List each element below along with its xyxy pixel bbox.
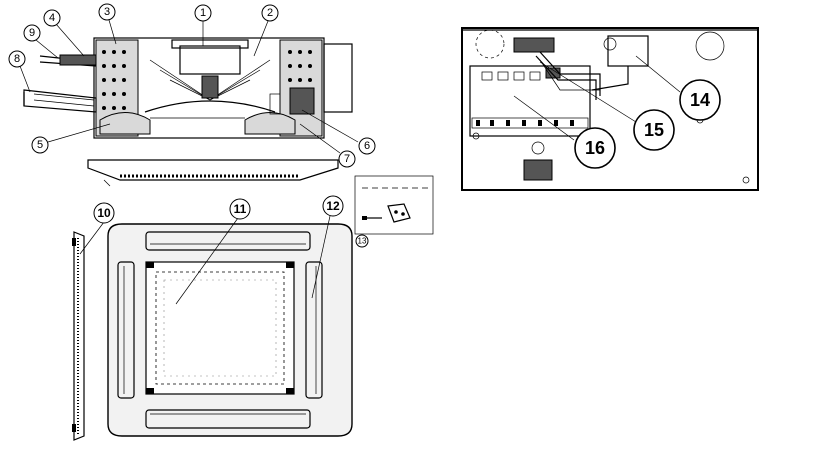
fastener-kit: [354, 175, 434, 235]
callout-6: 6: [358, 137, 376, 155]
pipe-fitting: [59, 54, 97, 66]
louver-bottom: [145, 409, 311, 429]
louver-left: [117, 261, 135, 399]
svg-text:12: 12: [326, 199, 340, 213]
callout-7: 7: [338, 150, 356, 168]
svg-text:11: 11: [234, 202, 247, 216]
unit-cross-section: [23, 37, 353, 139]
callout-12: 12: [322, 195, 344, 217]
callout-15: 15: [633, 109, 675, 151]
svg-text:3: 3: [104, 6, 110, 18]
callout-2: 2: [261, 4, 279, 22]
float-switch: [289, 87, 315, 115]
svg-text:15: 15: [644, 120, 664, 140]
svg-text:4: 4: [49, 12, 55, 24]
panel-profile: [87, 159, 339, 187]
leader-lines: [19, 19, 681, 305]
callout-13: 13: [355, 234, 369, 248]
callout-3: 3: [98, 3, 116, 21]
callout-5: 5: [31, 136, 49, 154]
intake-grille: [145, 261, 295, 395]
svg-text:14: 14: [690, 90, 710, 110]
relay-module: [513, 37, 555, 53]
svg-text:5: 5: [37, 139, 43, 151]
svg-text:2: 2: [267, 7, 273, 19]
fan-motor: [179, 45, 241, 75]
grille-side-profile: [72, 231, 85, 441]
callout-14: 14: [679, 79, 721, 121]
callout-11: 11: [229, 198, 251, 220]
svg-text:8: 8: [14, 53, 20, 65]
pcb: [469, 65, 591, 137]
callout-9: 9: [23, 24, 41, 42]
svg-text:6: 6: [364, 140, 370, 152]
front-grille-panel: [107, 223, 353, 437]
fan-hub: [201, 75, 219, 99]
svg-text:9: 9: [29, 27, 35, 39]
louver-right: [305, 261, 323, 399]
svg-text:16: 16: [585, 138, 605, 158]
callout-10: 10: [93, 202, 115, 224]
svg-text:7: 7: [344, 153, 350, 165]
callout-1: 1: [194, 4, 212, 22]
callout-8: 8: [8, 50, 26, 68]
svg-text:10: 10: [97, 206, 111, 220]
svg-text:13: 13: [358, 237, 367, 246]
svg-text:1: 1: [200, 7, 206, 19]
terminal-block: [523, 159, 553, 181]
callout-4: 4: [43, 9, 61, 27]
callout-16: 16: [574, 127, 616, 169]
